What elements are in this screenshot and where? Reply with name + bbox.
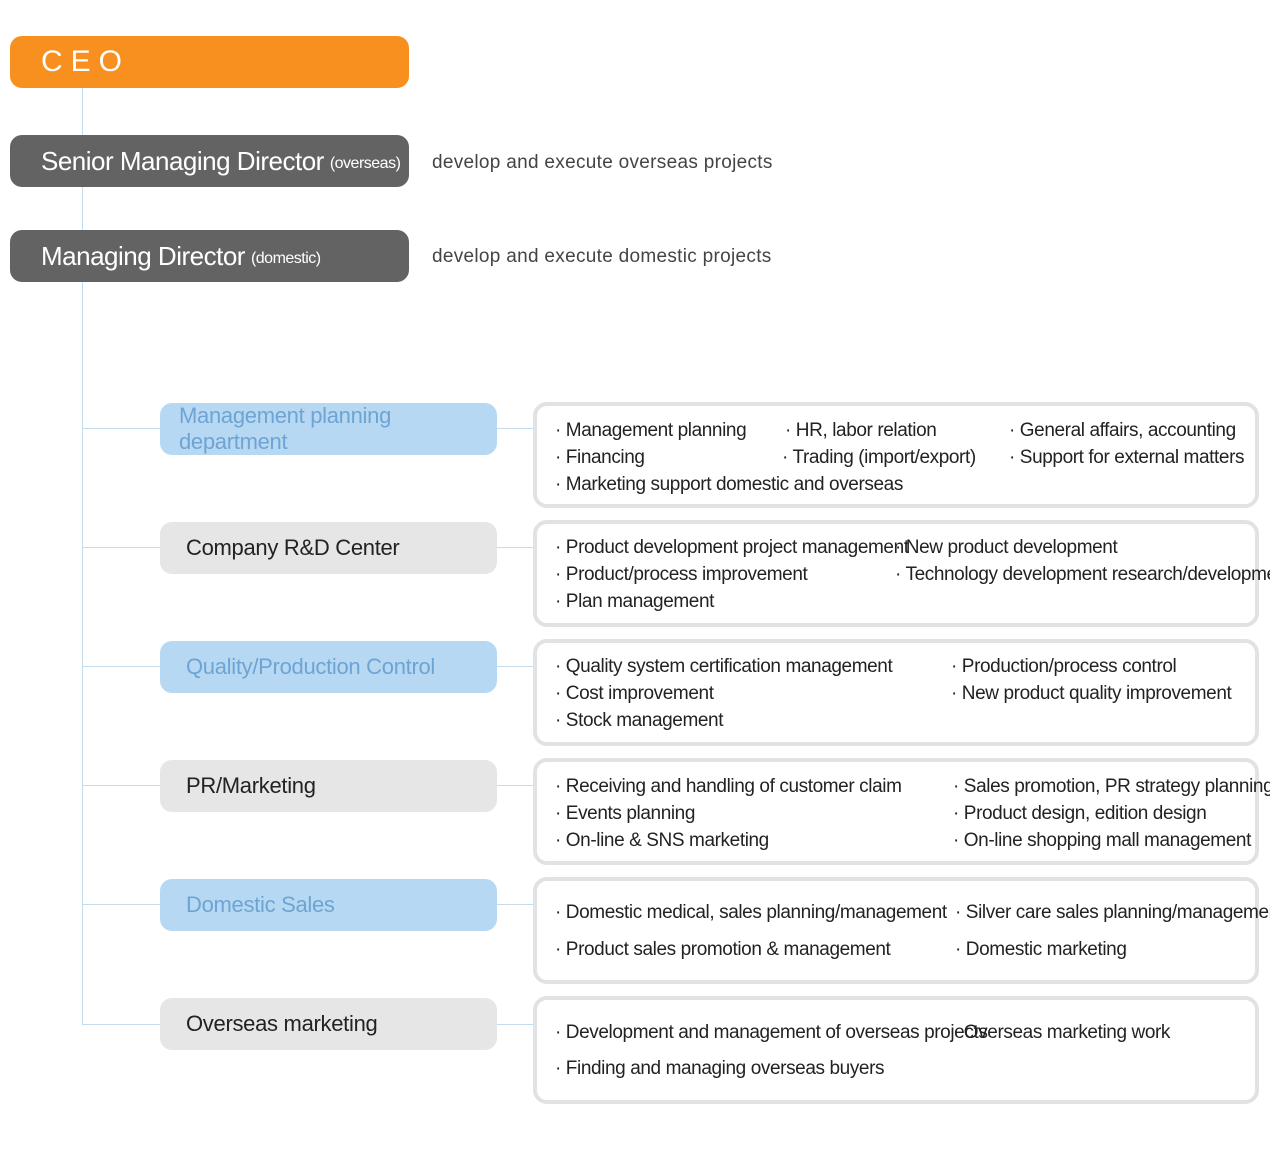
panel-link-line — [497, 785, 533, 786]
dept-overseas-marketing: Overseas marketing — [160, 998, 497, 1050]
ceo-box: CEO — [10, 36, 409, 88]
dept-domestic-sales: Domestic Sales — [160, 879, 497, 931]
panel-link-line — [497, 547, 533, 548]
duty-item: · HR, labor relation — [785, 420, 937, 441]
duties-panel-overseas-marketing: · Development and management of overseas… — [533, 996, 1259, 1104]
duty-item: · Trading (import/export) — [782, 447, 976, 468]
duty-item: · Plan management — [555, 591, 715, 612]
dept-name: Overseas marketing — [186, 1011, 378, 1036]
duty-item: · Product sales promotion & management — [555, 939, 891, 960]
managing-director-description: develop and execute domestic projects — [432, 246, 772, 267]
duty-item: · Product design, edition design — [953, 803, 1207, 824]
dept-quality-production: Quality/Production Control — [160, 641, 497, 693]
duty-item: · New product quality improvement — [951, 683, 1232, 704]
duty-item: · Domestic medical, sales planning/manag… — [555, 902, 947, 923]
dept-rnd-center: Company R&D Center — [160, 522, 497, 574]
dept-name: PR/Marketing — [186, 773, 316, 798]
duty-item: · Finding and managing overseas buyers — [555, 1058, 885, 1079]
senior-director-qualifier: (overseas) — [329, 155, 401, 172]
duty-item: · Silver care sales planning/management — [955, 902, 1270, 923]
duty-item: · Product development project management — [555, 537, 909, 558]
connector-branch-line — [82, 785, 160, 786]
duties-panel-domestic-sales: · Domestic medical, sales planning/manag… — [533, 877, 1270, 984]
dept-pr-marketing: PR/Marketing — [160, 760, 497, 812]
connector-trunk-line — [82, 88, 83, 1025]
duties-panel-management-planning: · Management planning · HR, labor relati… — [533, 402, 1259, 508]
managing-director-title: Managing Director — [41, 240, 245, 271]
duty-item: · Quality system certification managemen… — [555, 656, 893, 677]
duties-panel-rnd-center: · Product development project management… — [533, 520, 1270, 627]
duty-item: · Domestic marketing — [955, 939, 1127, 960]
managing-director-box: Managing Director (domestic) — [10, 230, 409, 282]
dept-name: Company R&D Center — [186, 535, 400, 560]
ceo-label: CEO — [41, 45, 131, 78]
duty-item: · On-line shopping mall management — [953, 830, 1251, 851]
dept-name: Management planning department — [179, 403, 392, 454]
duty-item: · Management planning — [555, 420, 747, 441]
duty-item: · Support for external matters — [1009, 447, 1245, 468]
senior-managing-director-box: Senior Managing Director (overseas) — [10, 135, 409, 187]
connector-branch-line — [82, 1024, 160, 1025]
panel-link-line — [497, 666, 533, 667]
panel-link-line — [497, 428, 533, 429]
senior-director-title: Senior Managing Director — [41, 145, 324, 176]
duty-item: · Financing — [555, 447, 645, 468]
connector-branch-line — [82, 547, 160, 548]
duty-item: · Marketing support domestic and oversea… — [555, 474, 903, 495]
panel-link-line — [497, 904, 533, 905]
senior-director-description: develop and execute overseas projects — [432, 152, 773, 173]
duties-panel-quality-production: · Quality system certification managemen… — [533, 639, 1259, 746]
duty-item: · Sales promotion, PR strategy planning — [953, 776, 1270, 797]
duty-item: · Technology development research/develo… — [895, 564, 1270, 585]
duty-item: · Events planning — [555, 803, 696, 824]
duty-item: · On-line & SNS marketing — [555, 830, 769, 851]
duty-item: · New product development — [895, 537, 1118, 558]
duty-item: · Product/process improvement — [555, 564, 808, 585]
duty-item: · Production/process control — [951, 656, 1177, 677]
dept-name: Domestic Sales — [186, 892, 335, 917]
duty-item: · Development and management of overseas… — [555, 1022, 988, 1043]
connector-branch-line — [82, 904, 160, 905]
connector-branch-line — [82, 428, 160, 429]
duty-item: · Overseas marketing work — [953, 1022, 1171, 1043]
duty-item: · Stock management — [555, 710, 724, 731]
duties-panel-pr-marketing: · Receiving and handling of customer cla… — [533, 758, 1270, 865]
duty-item: · Cost improvement — [555, 683, 714, 704]
dept-name: Quality/Production Control — [186, 654, 435, 679]
panel-link-line — [497, 1024, 533, 1025]
managing-director-qualifier: (domestic) — [250, 250, 321, 267]
duty-item: · Receiving and handling of customer cla… — [555, 776, 902, 797]
duty-item: · General affairs, accounting — [1009, 420, 1236, 441]
dept-management-planning: Management planning department — [160, 403, 497, 455]
connector-branch-line — [82, 666, 160, 667]
